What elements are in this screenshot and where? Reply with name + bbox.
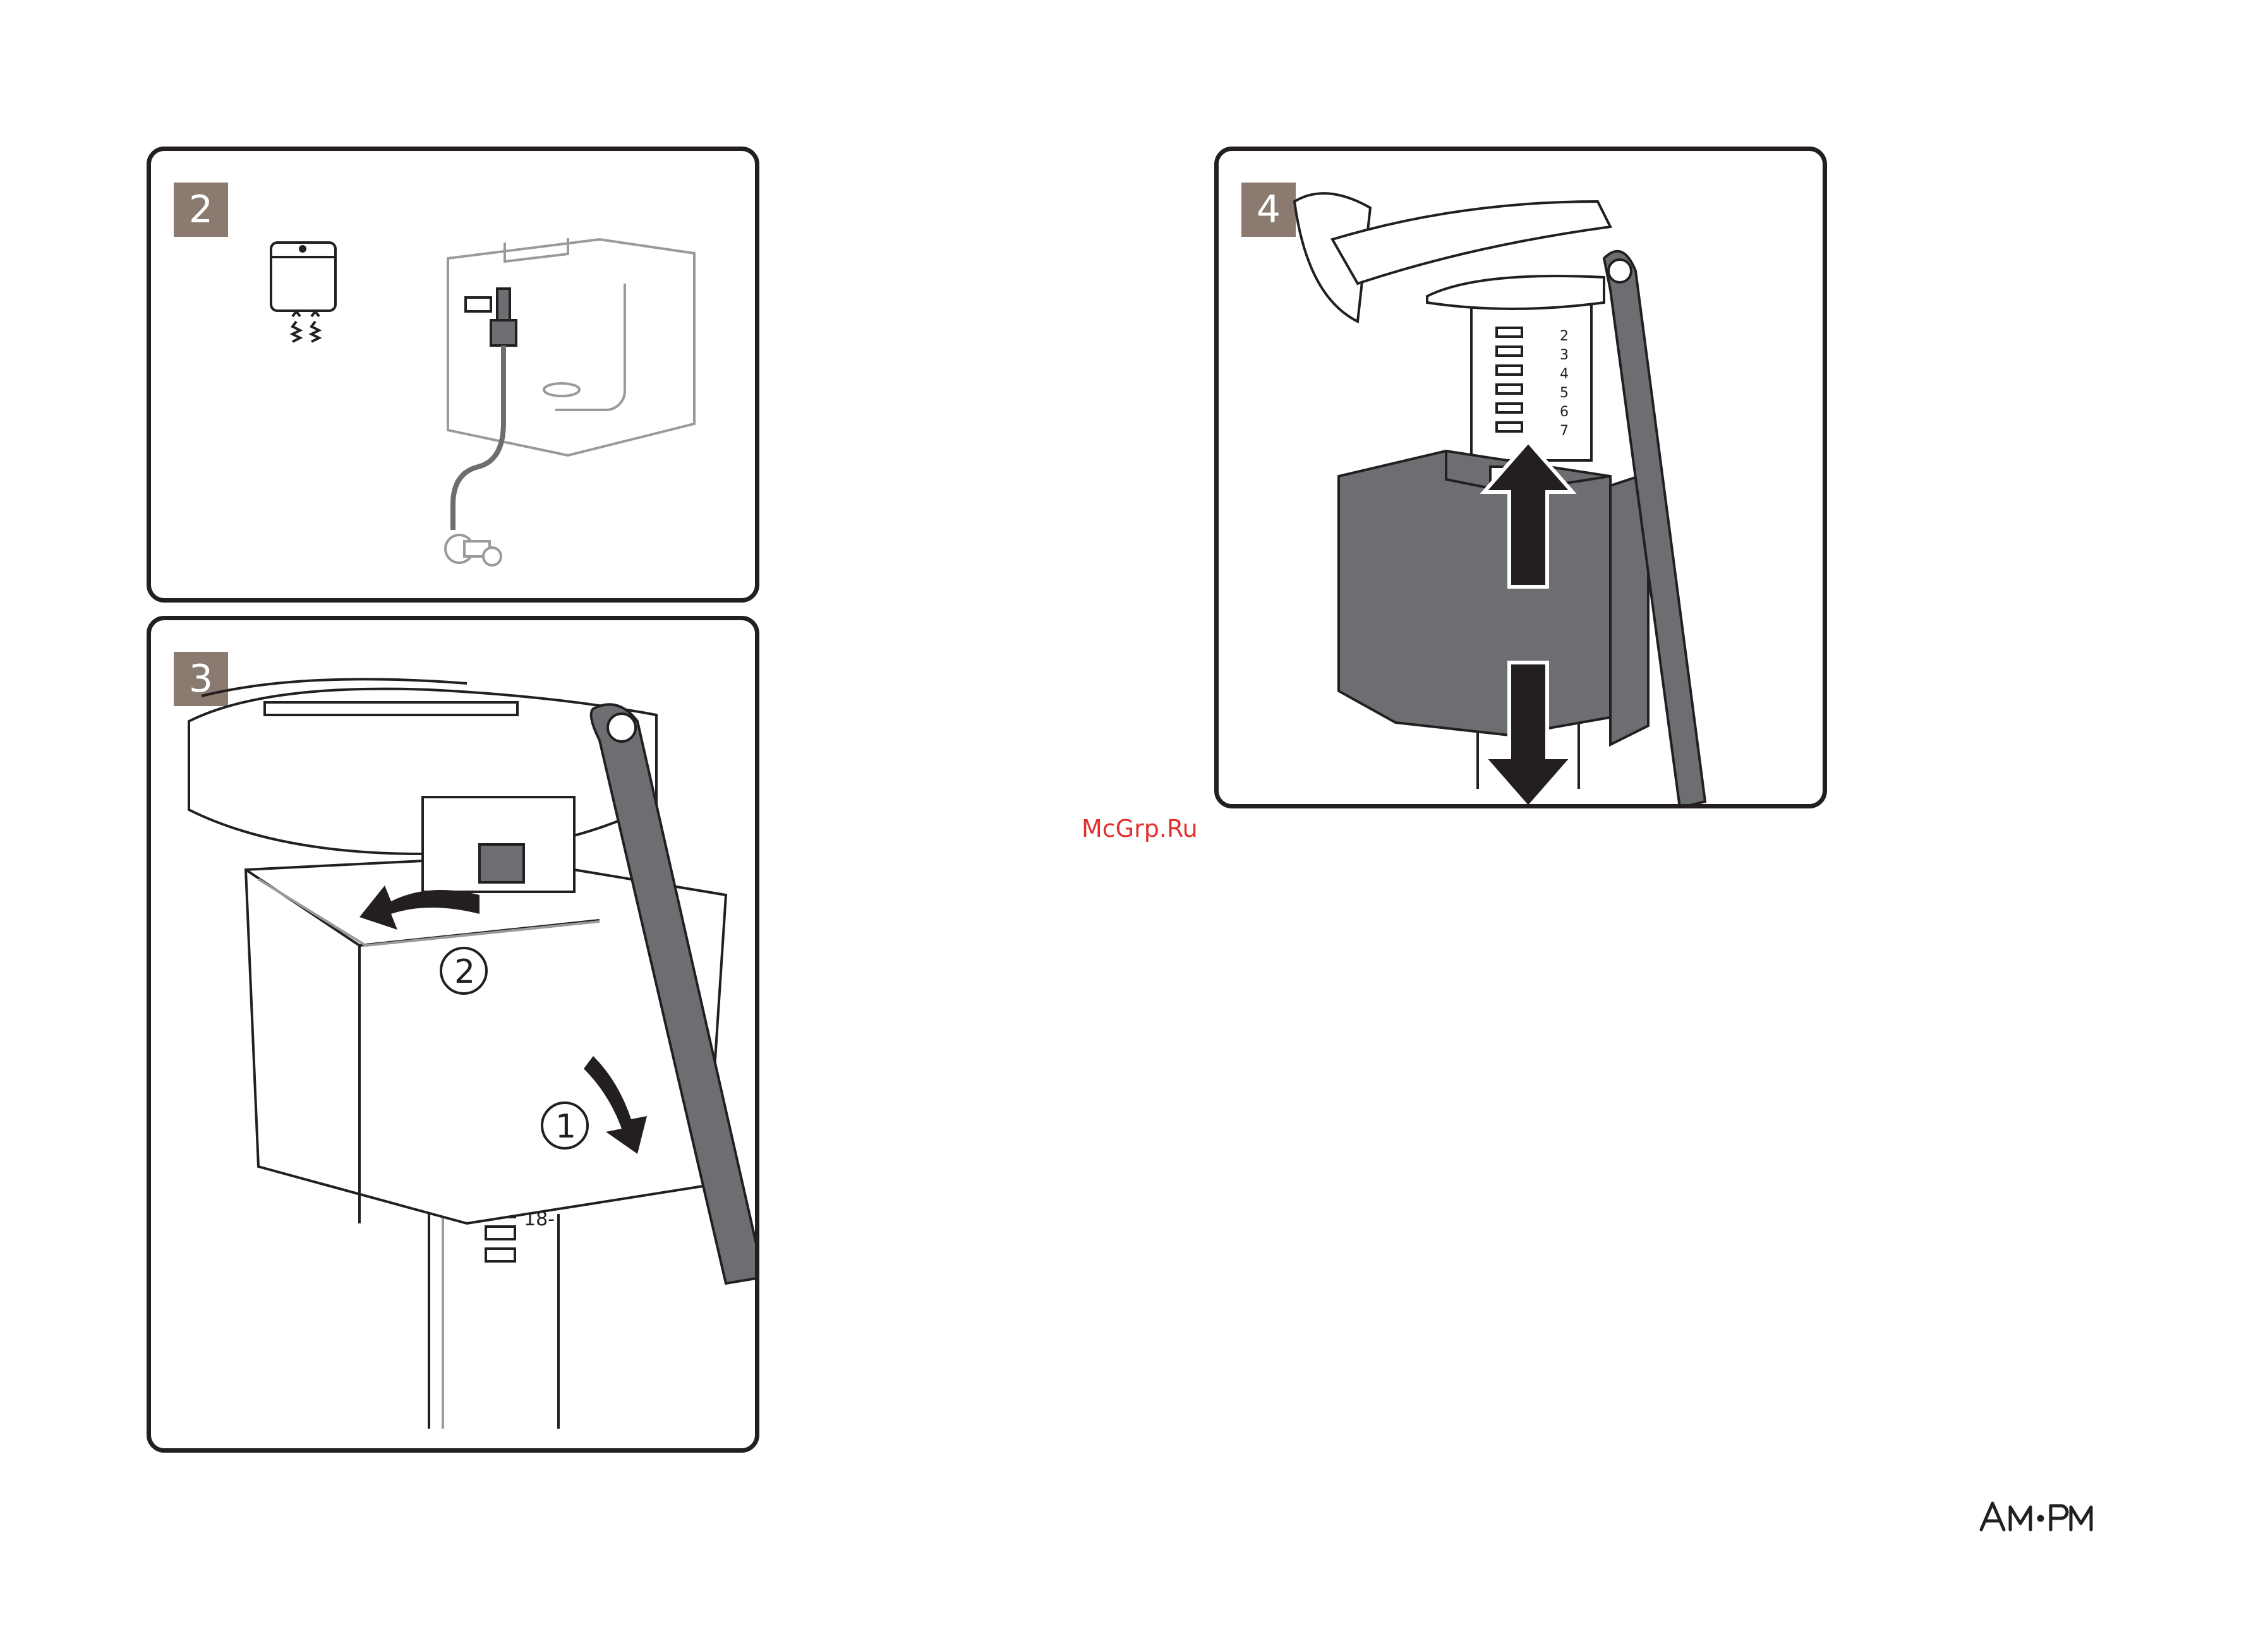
step-3-illustration: 18- 2 1 bbox=[151, 620, 757, 1451]
scale-number: 7 bbox=[1560, 423, 1569, 439]
callout-2-label: 2 bbox=[454, 953, 475, 991]
scale-number: 4 bbox=[1560, 366, 1569, 382]
step-2-panel: 2 bbox=[147, 147, 759, 603]
brand-logo bbox=[1976, 1494, 2102, 1539]
battery-box-icon bbox=[271, 243, 335, 342]
scale-number: 6 bbox=[1560, 404, 1569, 420]
step-2-illustration bbox=[151, 151, 757, 601]
valve-cap-icon bbox=[189, 679, 656, 892]
float-cup-icon bbox=[1339, 451, 1648, 745]
watermark: McGrp.Ru bbox=[1082, 815, 1198, 843]
step-3-panel: 3 18- bbox=[147, 616, 759, 1453]
valve-pipe-icon bbox=[429, 1214, 558, 1429]
callout-1-label: 1 bbox=[555, 1108, 576, 1146]
scale-number: 5 bbox=[1560, 385, 1569, 401]
valve-cap-icon bbox=[1294, 193, 1610, 321]
cistern-icon bbox=[448, 238, 694, 455]
step-4-panel: 4 2 3 4 5 6 7 bbox=[1214, 147, 1827, 808]
scale-number: 2 bbox=[1560, 328, 1569, 344]
fill-valve-icon bbox=[445, 289, 516, 565]
scale-column-icon bbox=[1471, 303, 1591, 460]
scale-number: 3 bbox=[1560, 347, 1569, 363]
step-4-illustration: 2 3 4 5 6 7 bbox=[1219, 151, 1825, 807]
